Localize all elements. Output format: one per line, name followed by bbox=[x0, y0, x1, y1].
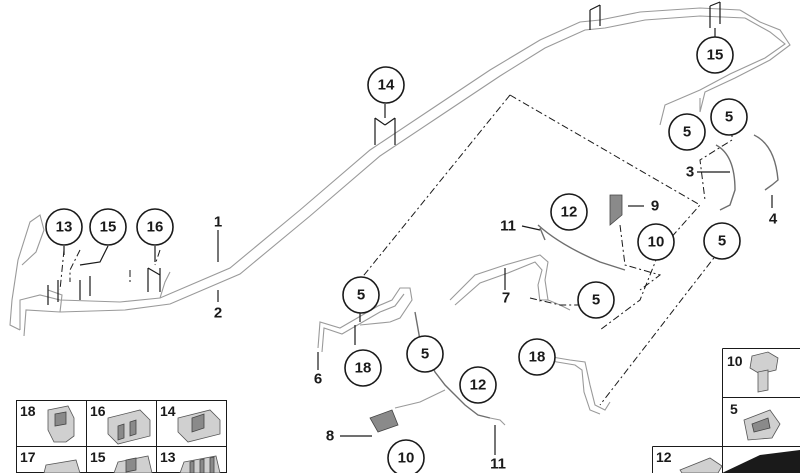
brake-hoses-rear bbox=[697, 134, 779, 211]
callout-16-label: 16 bbox=[147, 219, 164, 236]
legend-cell-13: 13 bbox=[160, 449, 221, 473]
legend-grid-right: 10 5 12 bbox=[652, 348, 800, 473]
callout-18-right: 18 bbox=[518, 338, 556, 376]
clip-17-icon bbox=[43, 459, 81, 473]
callout-14: 14 bbox=[367, 66, 405, 104]
callout-15-top-label: 15 bbox=[707, 47, 724, 64]
brake-hose-front-right bbox=[521, 194, 662, 291]
label-part-8: 8 bbox=[326, 428, 334, 445]
brake-line-main bbox=[9, 7, 791, 337]
label-part-3: 3 bbox=[686, 164, 694, 181]
legend-grid-left: 18 16 14 17 15 13 bbox=[16, 400, 227, 473]
callout-14-label: 14 bbox=[378, 77, 395, 94]
callout-5-bottom: 5 bbox=[406, 335, 444, 373]
grommet-12-icon bbox=[679, 457, 723, 473]
label-part-1: 1 bbox=[214, 214, 222, 231]
callout-18-left-label: 18 bbox=[355, 360, 372, 377]
callout-10-bottom: 10 bbox=[387, 439, 425, 473]
legend-cell-16-label: 16 bbox=[90, 403, 106, 419]
legend-cell-18-label: 18 bbox=[20, 403, 36, 419]
callout-12-bottom-label: 12 bbox=[470, 377, 487, 394]
label-part-2: 2 bbox=[214, 305, 222, 322]
callout-12-top-label: 12 bbox=[561, 204, 578, 221]
label-part-11-top: 11 bbox=[500, 218, 516, 235]
bolt-10-icon bbox=[749, 351, 779, 375]
label-part-9: 9 bbox=[651, 198, 659, 215]
legend-cell-15: 15 bbox=[90, 449, 153, 473]
legend-cell-12: 12 bbox=[656, 449, 800, 473]
callout-15-left: 15 bbox=[89, 208, 127, 246]
strip-12-icon bbox=[722, 450, 800, 473]
callout-5-line7: 5 bbox=[577, 281, 615, 319]
callout-10-top-label: 10 bbox=[648, 234, 665, 251]
callout-10-top: 10 bbox=[637, 223, 675, 261]
callout-5-right-label: 5 bbox=[718, 233, 726, 250]
callout-12-top: 12 bbox=[550, 193, 588, 231]
label-part-4: 4 bbox=[769, 211, 778, 228]
legend-cell-14-label: 14 bbox=[160, 403, 176, 419]
legend-cell-18: 18 bbox=[20, 403, 75, 443]
part-number-labels: 1 2 3 4 6 7 8 9 11 11 bbox=[214, 164, 778, 473]
callout-15-left-label: 15 bbox=[100, 219, 117, 236]
legend-cell-12-label: 12 bbox=[656, 449, 672, 465]
label-part-7: 7 bbox=[502, 290, 510, 307]
legend-cell-10-label: 10 bbox=[727, 353, 743, 369]
callout-13: 13 bbox=[45, 208, 83, 246]
label-part-6: 6 bbox=[314, 371, 322, 388]
legend-cell-16: 16 bbox=[90, 403, 151, 445]
clip-16-icon bbox=[107, 409, 151, 445]
legend-cell-10: 10 bbox=[727, 351, 779, 393]
legend-cell-13-label: 13 bbox=[160, 449, 176, 465]
brake-line-7 bbox=[449, 254, 590, 311]
legend-cell-5-label: 5 bbox=[730, 401, 738, 417]
line-clip-brackets bbox=[47, 1, 721, 305]
callout-leaders bbox=[63, 28, 716, 322]
callout-13-label: 13 bbox=[56, 219, 73, 236]
callout-5-hose4: 5 bbox=[710, 98, 748, 136]
callout-15-top: 15 bbox=[696, 36, 734, 74]
callout-16: 16 bbox=[136, 208, 174, 246]
callout-5-hose4-label: 5 bbox=[725, 109, 733, 126]
callout-5-line7-label: 5 bbox=[592, 292, 600, 309]
legend-cell-5: 5 bbox=[730, 401, 781, 441]
brake-line-6 bbox=[317, 287, 413, 370]
callout-5-mid: 5 bbox=[342, 276, 380, 314]
callout-10-bottom-label: 10 bbox=[398, 450, 415, 467]
callout-18-right-label: 18 bbox=[529, 349, 546, 366]
callout-5-right: 5 bbox=[703, 222, 741, 260]
legend-cell-14: 14 bbox=[160, 403, 221, 443]
legend-cell-17: 17 bbox=[20, 449, 81, 473]
assembly-boundary-lines bbox=[59, 94, 733, 406]
label-part-11-bottom: 11 bbox=[490, 456, 506, 473]
legend-cell-15-label: 15 bbox=[90, 449, 106, 465]
legend-cell-17-label: 17 bbox=[20, 449, 36, 465]
callout-5-hose3: 5 bbox=[668, 113, 706, 151]
callout-5-bottom-label: 5 bbox=[421, 346, 429, 363]
brake-line-18 bbox=[539, 354, 611, 415]
callout-5-hose3-label: 5 bbox=[683, 124, 691, 141]
callout-18-left: 18 bbox=[344, 349, 382, 387]
callout-12-bottom: 12 bbox=[459, 366, 497, 404]
callout-5-mid-label: 5 bbox=[357, 287, 365, 304]
